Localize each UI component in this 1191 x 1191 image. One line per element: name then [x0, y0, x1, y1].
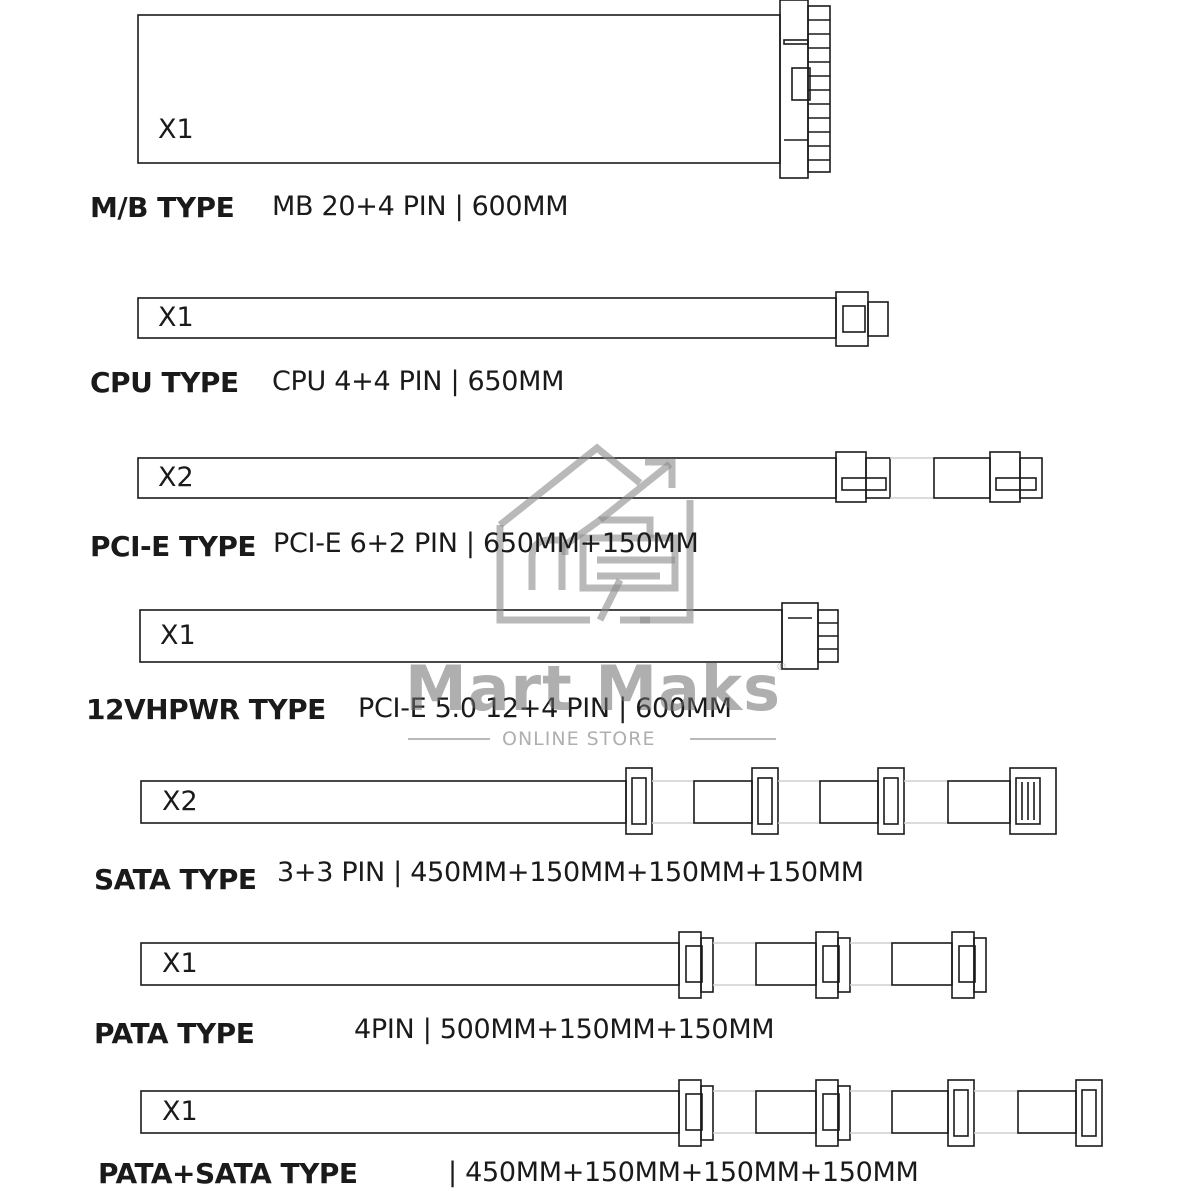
type-label-mb: M/B TYPE	[90, 191, 235, 224]
mb-24pin-connector	[779, 0, 831, 179]
qty-sata: X2	[162, 786, 198, 817]
sata-connector-2	[751, 767, 779, 835]
type-label-pata: PATA TYPE	[94, 1017, 255, 1050]
sata-end-connector	[1009, 767, 1057, 835]
type-label-cpu: CPU TYPE	[90, 366, 239, 399]
sata-cable-body	[140, 780, 627, 824]
type-label-sata: SATA TYPE	[94, 863, 257, 896]
pata-sata-connector-2	[815, 1079, 851, 1147]
type-label-pcie: PCI-E TYPE	[90, 530, 257, 563]
sata-connector-3	[877, 767, 905, 835]
pata-sata-cable	[140, 1079, 1103, 1147]
cpu-cable	[137, 291, 889, 347]
watermark-brand: Mart Maks	[405, 652, 782, 725]
12vhpwr-connector	[781, 602, 839, 670]
pcie-cable-body	[137, 457, 837, 499]
qty-pcie: X2	[158, 462, 194, 493]
type-label-pata-sata: PATA+SATA TYPE	[98, 1157, 358, 1190]
pcie-connector-2	[933, 451, 1043, 503]
pata-sata-connector-1	[678, 1079, 714, 1147]
qty-pata: X1	[162, 948, 198, 979]
pata-connector-2	[815, 931, 851, 999]
pcie-cable	[137, 451, 1043, 503]
sata-connector-1	[625, 767, 653, 835]
spec-12vhpwr: PCI-E 5.0 12+4 PIN | 600MM	[358, 693, 732, 724]
pata-sata-connector-3	[947, 1079, 975, 1147]
spec-mb: MB 20+4 PIN | 600MM	[272, 191, 569, 222]
pata-sata-connector-4	[1075, 1079, 1103, 1147]
qty-12vhpwr: X1	[160, 620, 196, 651]
type-label-12vhpwr: 12VHPWR TYPE	[86, 693, 326, 726]
spec-pata: 4PIN | 500MM+150MM+150MM	[354, 1014, 775, 1045]
pcie-connector-1	[835, 451, 891, 503]
mb-cable-body	[137, 14, 781, 164]
spec-pcie: PCI-E 6+2 PIN | 650MM+150MM	[273, 528, 699, 559]
watermark-logo-icon	[496, 443, 694, 624]
12vhpwr-cable	[139, 602, 839, 670]
pata-connector-3	[951, 931, 987, 999]
spec-sata: 3+3 PIN | 450MM+150MM+150MM+150MM	[277, 857, 864, 888]
qty-mb: X1	[158, 114, 194, 145]
spec-pata-sata: | 450MM+150MM+150MM+150MM	[448, 1157, 919, 1188]
sata-cable	[140, 767, 1057, 835]
spec-cpu: CPU 4+4 PIN | 650MM	[272, 366, 565, 397]
pata-connector-1	[678, 931, 714, 999]
pata-cable-body	[140, 942, 680, 986]
qty-cpu: X1	[158, 302, 194, 333]
cpu-cable-body	[137, 297, 837, 339]
cpu-8pin-connector	[835, 291, 889, 347]
pata-sata-cable-body	[140, 1090, 680, 1134]
watermark-registered-mark: ®	[776, 660, 787, 673]
qty-pata-sata: X1	[162, 1096, 198, 1127]
pata-cable	[140, 931, 987, 999]
mb-cable	[137, 0, 831, 179]
watermark-tagline: ONLINE STORE	[502, 728, 656, 750]
